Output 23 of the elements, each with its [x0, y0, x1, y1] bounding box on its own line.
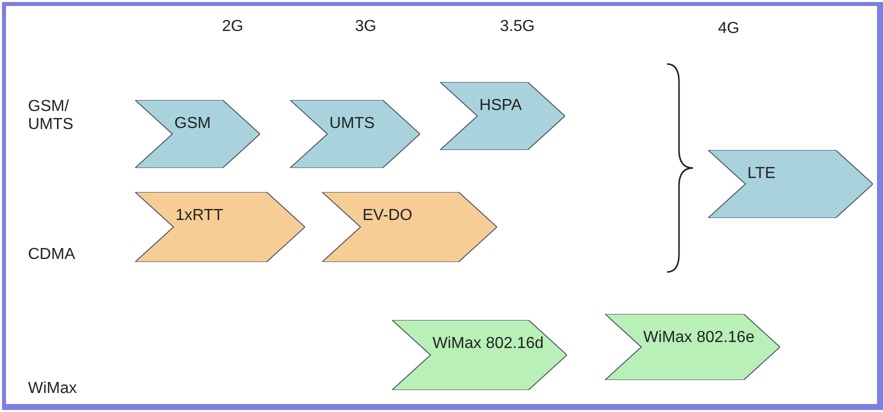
chevron-shape	[392, 320, 567, 390]
column-header: 3G	[355, 18, 376, 36]
node-label: HSPA	[479, 96, 523, 116]
node-label: WiMax 802.16d	[432, 334, 545, 354]
node-label: LTE	[747, 164, 777, 184]
row-label: CDMA	[28, 246, 76, 264]
chevron-shape	[290, 100, 420, 168]
row-label: GSM/ UMTS	[28, 98, 74, 134]
chevron-shape	[135, 100, 260, 168]
chevron-shape	[605, 314, 780, 380]
chevron-shape	[708, 150, 873, 218]
chevron-shape	[322, 192, 497, 262]
node-label: EV-DO	[362, 206, 414, 226]
column-header: 4G	[718, 20, 740, 38]
chevron-shape	[440, 82, 565, 150]
node-label: UMTS	[329, 114, 376, 134]
node-label: GSM	[174, 114, 212, 134]
column-header: 3.5G	[500, 18, 535, 36]
node-label: 1xRTT	[176, 206, 224, 226]
row-label: WiMax	[28, 380, 77, 398]
chevron-shape	[135, 192, 305, 262]
column-header: 2G	[222, 18, 244, 36]
node-label: WiMax 802.16e	[643, 328, 756, 348]
